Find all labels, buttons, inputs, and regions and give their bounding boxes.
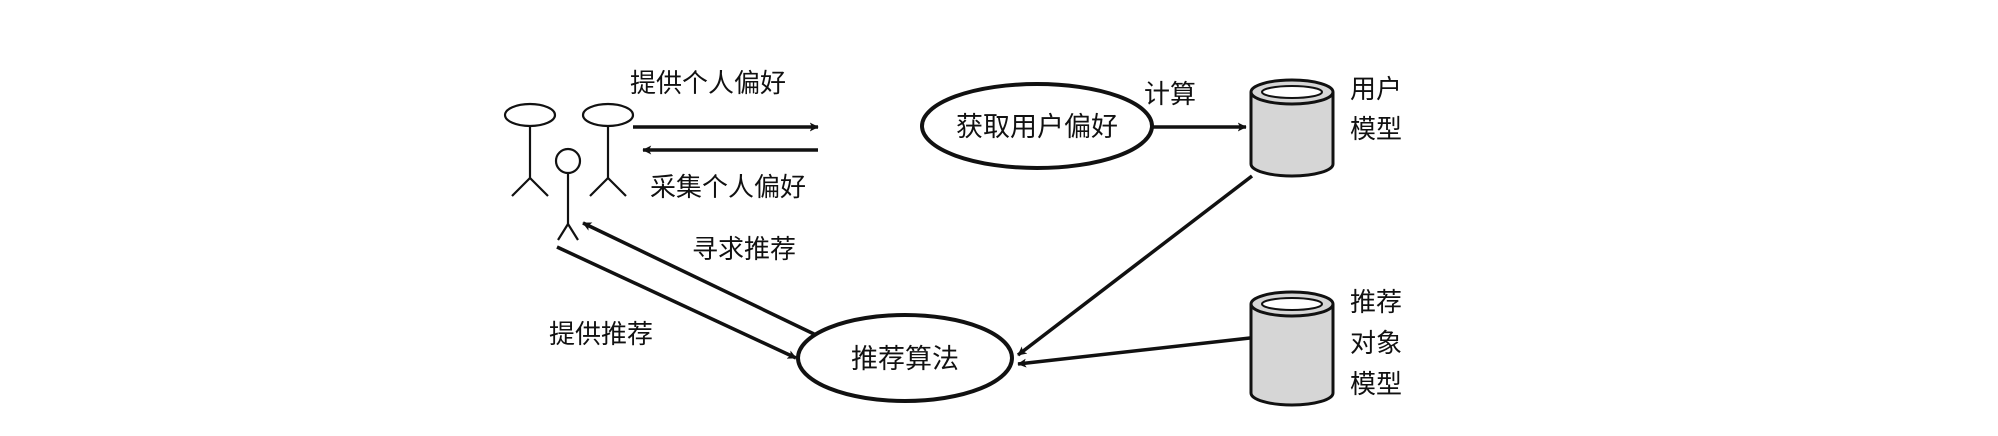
user-figure-front [554,147,582,241]
user-figure-left [503,102,557,197]
arrow-item-model-to-algorithm [1017,336,1251,368]
item-model-label-line3: 模型 [1350,370,1402,400]
arrow-seek-recommendation [582,221,815,336]
arrow-user-model-to-algorithm [1016,174,1254,357]
label-provide-recommendation: 提供推荐 [549,320,653,350]
node-recommend-algorithm: 推荐算法 [796,313,1014,403]
store-user-model [1249,78,1335,178]
node-recommend-label: 推荐算法 [851,344,959,375]
label-collect-preferences: 采集个人偏好 [650,173,806,203]
node-acquire-label: 获取用户偏好 [956,112,1118,143]
item-model-label-line2: 对象 [1350,329,1402,359]
label-provide-preferences: 提供个人偏好 [630,69,786,99]
item-model-label-line1: 推荐 [1350,288,1402,318]
arrow-provide-recommendation [556,245,797,360]
node-acquire-preferences: 获取用户偏好 [920,82,1154,170]
label-compute: 计算 [1144,80,1196,110]
user-model-label-line2: 模型 [1350,115,1402,145]
user-model-label-line1: 用户 [1350,75,1402,105]
label-seek-recommendation: 寻求推荐 [692,235,796,265]
store-item-model [1249,290,1335,407]
user-figure-right [581,102,635,197]
